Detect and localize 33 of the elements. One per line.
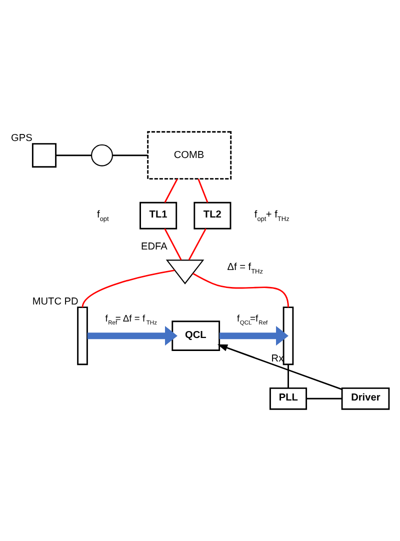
node-box: QCL — [172, 320, 220, 351]
node-bar — [282, 306, 294, 366]
arrow — [217, 344, 342, 390]
arrow — [219, 326, 288, 346]
connector — [164, 178, 178, 203]
node-box: COMB — [147, 131, 232, 180]
node-label: MUTC PD — [32, 296, 78, 308]
node-bar — [77, 306, 88, 366]
arrow — [87, 326, 178, 346]
node-box: TL1 — [140, 202, 178, 230]
connector — [288, 364, 289, 388]
node-box: TL2 — [194, 202, 232, 230]
node-box — [32, 143, 57, 168]
node-triangle — [166, 260, 204, 284]
connector — [198, 178, 208, 203]
node-label: GPS — [11, 133, 32, 144]
edge-label: f$_{Ref}$= Δf = f$_{THz}$ — [105, 314, 157, 327]
connector — [112, 154, 148, 156]
node-circle — [90, 144, 113, 166]
label: Δf = f$_{THz}$ — [227, 262, 263, 276]
node-label: EDFA — [140, 242, 168, 253]
connector — [164, 228, 182, 260]
connector — [306, 398, 342, 400]
node-label: Rx — [271, 354, 284, 365]
connector — [192, 272, 289, 308]
connector — [82, 270, 175, 308]
connector — [188, 228, 206, 260]
node-box: PLL — [269, 387, 308, 410]
node-box: Driver — [341, 387, 390, 410]
label: f$_{opt}$ — [96, 210, 109, 224]
edge-label: f$_{QCL}$=f$_{Ref}$ — [237, 314, 268, 327]
label: f$_{opt}$+ f$_{THz}$ — [254, 210, 290, 224]
connector — [56, 154, 92, 156]
